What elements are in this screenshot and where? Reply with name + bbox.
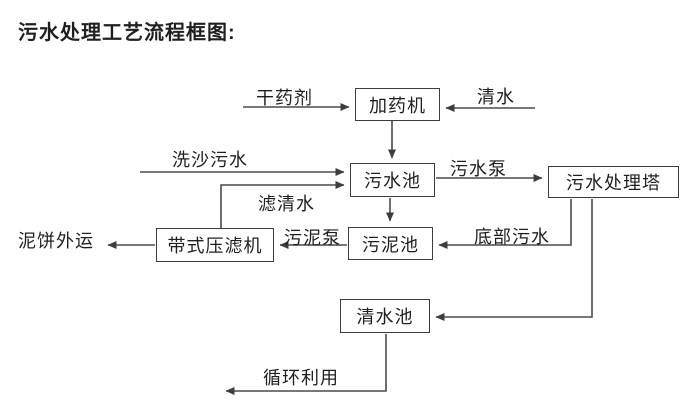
node-sludge-pool: 污泥池 xyxy=(348,227,433,260)
node-treatment-tower: 污水处理塔 xyxy=(548,166,679,198)
flow-label-sludge-pump: 污泥泵 xyxy=(284,228,341,248)
arrow-filtered-water-press-to-sewage-pool xyxy=(220,181,345,228)
flow-label-sewage-pump: 污水泵 xyxy=(450,159,507,179)
flow-label-mud-cake-out: 泥饼外运 xyxy=(18,231,94,251)
node-clean-water-pool: 清水池 xyxy=(340,299,430,333)
node-clean-water-pool-label: 清水池 xyxy=(356,307,414,327)
flow-label-sand-wash-sewage: 洗沙污水 xyxy=(172,150,248,170)
node-dosing-machine-label: 加药机 xyxy=(369,95,426,116)
node-belt-filter-press: 带式压滤机 xyxy=(156,228,274,262)
node-sewage-pool: 污水池 xyxy=(350,163,435,197)
arrow-bottom-sewage-tower-to-sludge-pool xyxy=(438,199,572,249)
node-sludge-pool-label: 污泥池 xyxy=(362,234,419,255)
flow-label-clean-water: 清水 xyxy=(477,87,515,107)
flow-label-bottom-sewage: 底部污水 xyxy=(474,227,550,247)
flow-label-filtered-water: 滤清水 xyxy=(258,194,315,214)
arrow-treatment-tower-to-clean-water-pool xyxy=(435,199,593,321)
page-title: 污水处理工艺流程框图: xyxy=(18,22,236,44)
arrow-clean-water-pool-to-recycle xyxy=(225,334,387,395)
node-treatment-tower-label: 污水处理塔 xyxy=(566,173,661,193)
node-belt-filter-press-label: 带式压滤机 xyxy=(167,236,263,256)
node-dosing-machine: 加药机 xyxy=(355,88,440,121)
flow-label-recycle-use: 循环利用 xyxy=(263,368,339,388)
flow-label-dry-chemical: 干药剂 xyxy=(256,88,313,108)
node-sewage-pool-label: 污水池 xyxy=(364,171,421,191)
